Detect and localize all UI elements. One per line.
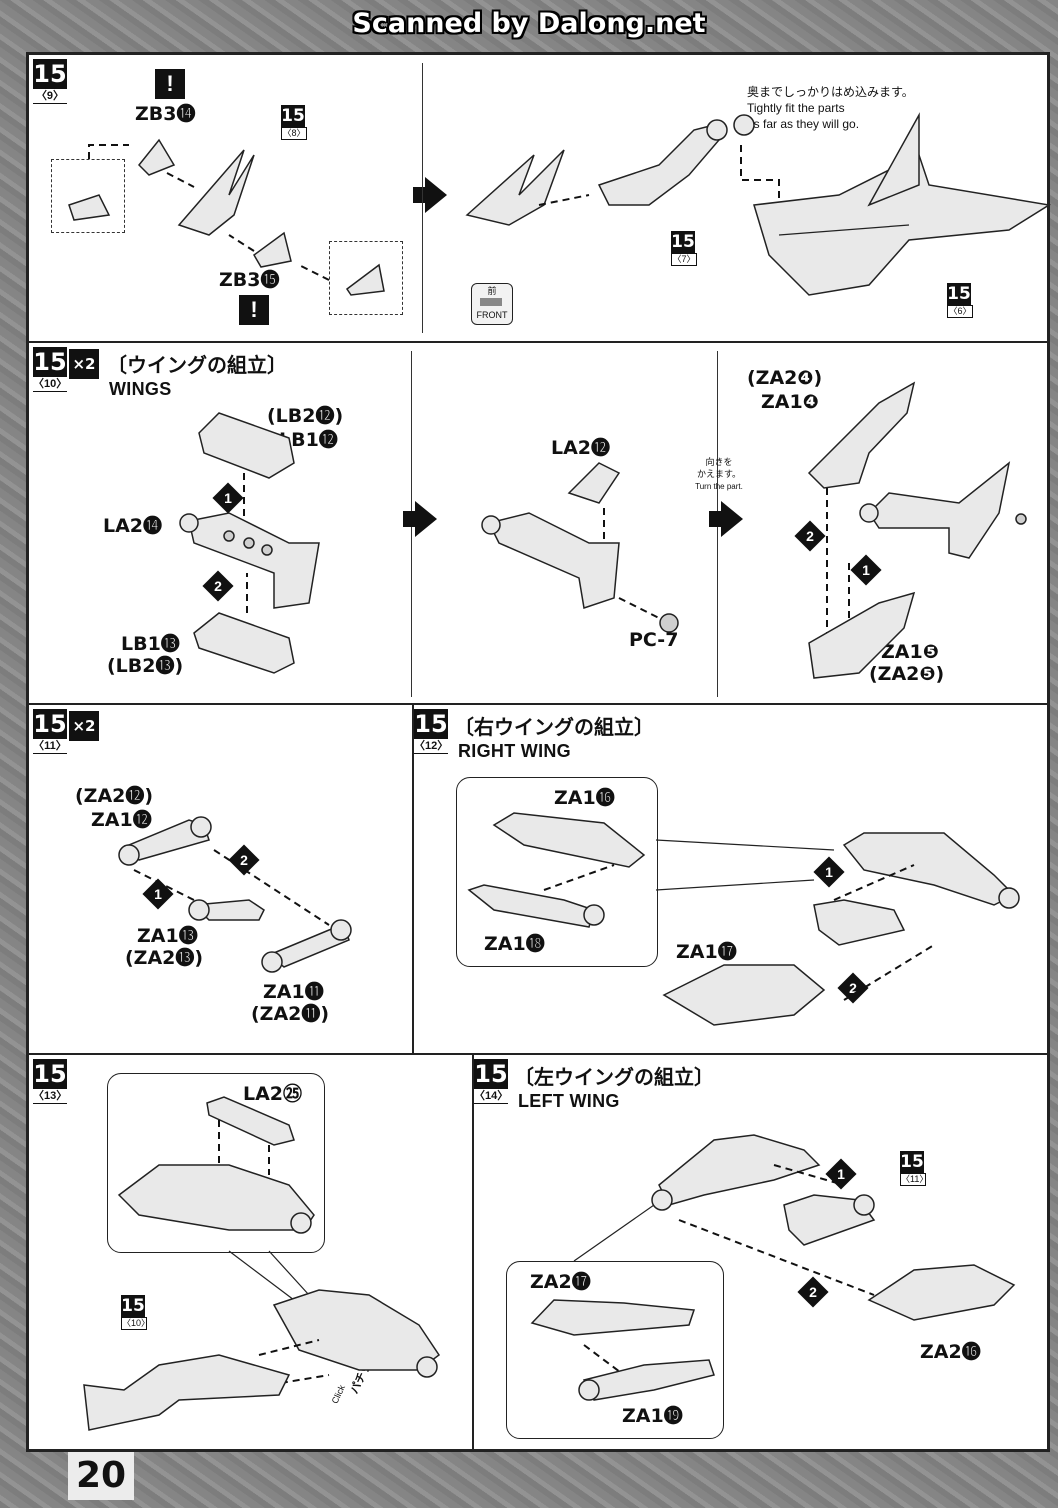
step-badge: 15 〈14〉 xyxy=(474,1059,509,1104)
turn-note: Turn the part. xyxy=(695,482,743,491)
page-number: 20 xyxy=(68,1452,134,1500)
detail-inset xyxy=(506,1261,724,1439)
caution-icon: ! xyxy=(239,295,269,325)
part-label: LA2⓮ xyxy=(103,515,163,537)
turn-note: かえます。 xyxy=(696,469,742,479)
section-title-jp: 〔ウイングの組立〕 xyxy=(107,353,287,377)
wing-body-join-drawing xyxy=(83,1096,441,1431)
part-label: LA2㉕ xyxy=(243,1083,303,1105)
part-label: (ZA2⓫) xyxy=(251,1003,330,1025)
part-label: ZA1❹ xyxy=(761,391,819,413)
step-badge: 15 〈13〉 xyxy=(33,1059,68,1104)
wing-part-add-drawing xyxy=(481,462,679,633)
quantity-badge: ×2 xyxy=(69,349,99,379)
wing-joint-drawing xyxy=(118,816,352,973)
step-badge: 15 〈11〉 xyxy=(33,709,67,754)
part-label: ZA2⓰ xyxy=(920,1341,981,1363)
part-label: LB1⓭ xyxy=(121,633,180,655)
step-reference: 15 〈11〉 xyxy=(900,1151,929,1186)
flow-arrow-icon xyxy=(403,501,437,537)
panel-step-9: 15 〈9〉 ! ZB3⓮ 15 〈8〉 ZB3⓯ ! 奥までしっかりはめ込みま… xyxy=(28,54,1052,342)
instruction-note: 奥までしっかりはめ込みます。 xyxy=(747,85,914,99)
part-label: ZA1⓭ xyxy=(137,925,198,947)
part-label: ZA1⓰ xyxy=(554,787,615,809)
right-wing-drawing xyxy=(467,812,1020,1026)
flow-arrow-icon xyxy=(413,177,447,213)
wing-frame-drawing xyxy=(179,412,320,674)
part-label: ZA1⓬ xyxy=(91,809,152,831)
step-badge: 15 〈12〉 xyxy=(414,709,449,754)
section-title-jp: 〔右ウイングの組立〕 xyxy=(454,715,654,739)
section-title-en: LEFT WING xyxy=(518,1091,620,1111)
step-reference: 15 〈10〉 xyxy=(121,1295,151,1330)
turn-note: 向きを xyxy=(705,457,733,467)
wing-tip-assembly-drawing xyxy=(68,138,385,296)
front-indicator: 前 FRONT xyxy=(471,283,513,325)
part-label: PC-7 xyxy=(629,629,679,651)
part-label: (ZA2⓭) xyxy=(125,947,204,969)
wing-mount-drawing xyxy=(465,112,1052,296)
part-label: ZA1❺ xyxy=(881,641,939,663)
step-reference: 15 〈6〉 xyxy=(947,283,973,318)
panel-step-10: 15 〈10〉 ×2 〔ウイングの組立〕 WINGS (LB2⓬) LB1⓬ L… xyxy=(28,342,1048,704)
step-reference: 15 〈8〉 xyxy=(281,105,307,140)
part-label: ZA2⓱ xyxy=(530,1271,591,1293)
part-label: (ZA2❹) xyxy=(747,367,823,389)
front-arrow-icon xyxy=(480,298,502,306)
caution-icon: ! xyxy=(155,69,185,99)
part-label: (LB2⓭) xyxy=(107,655,184,677)
step-badge: 15 〈10〉 xyxy=(33,347,68,392)
section-title-en: WINGS xyxy=(109,379,172,399)
left-wing-drawing xyxy=(530,1134,1016,1401)
part-label: ZB3⓮ xyxy=(135,103,196,125)
detail-inset xyxy=(456,777,658,967)
detail-inset xyxy=(51,159,125,233)
part-label: (ZA2⓬) xyxy=(75,785,154,807)
section-title-en: RIGHT WING xyxy=(458,741,571,761)
panel-step-14: 15 〈14〉 〔左ウイングの組立〕 LEFT WING 15 〈11〉 1 2… xyxy=(473,1054,1048,1450)
step-reference: 15 〈7〉 xyxy=(671,231,697,266)
quantity-badge: ×2 xyxy=(69,711,99,741)
part-label: (ZA2❺) xyxy=(869,663,945,685)
flow-arrow-icon xyxy=(709,501,743,537)
section-title-jp: 〔左ウイングの組立〕 xyxy=(514,1065,714,1089)
part-label: ZA1⓱ xyxy=(676,941,737,963)
panel-step-12: 15 〈12〉 〔右ウイングの組立〕 RIGHT WING ZA1⓰ ZA1⓲ … xyxy=(413,704,1048,1054)
part-label: ZA1⓫ xyxy=(263,981,324,1003)
panel-step-11: 15 〈11〉 ×2 (ZA2⓬) ZA1⓬ ZA1⓭ (ZA2⓭) ZA1⓫ … xyxy=(28,704,413,1054)
divider xyxy=(422,63,423,333)
part-label: ZA1⓳ xyxy=(622,1405,683,1427)
part-label: LA2⓬ xyxy=(551,437,611,459)
step-badge: 15 〈9〉 xyxy=(33,59,67,104)
scan-watermark: Scanned by Dalong.net xyxy=(352,8,706,39)
manual-page: 15 〈9〉 ! ZB3⓮ 15 〈8〉 ZB3⓯ ! 奥までしっかりはめ込みま… xyxy=(26,52,1052,1452)
part-label: LB1⓬ xyxy=(279,429,338,451)
part-label: (LB2⓬) xyxy=(267,405,344,427)
instruction-note: as far as they will go. xyxy=(747,117,860,131)
wing-cover-drawing xyxy=(807,381,1027,679)
instruction-note: Tightly fit the parts xyxy=(747,101,845,115)
part-label: ZB3⓯ xyxy=(219,269,280,291)
panel-step-13: 15 〈13〉 LA2㉕ 15 〈10〉 パチッ Click xyxy=(28,1054,473,1450)
part-label: ZA1⓲ xyxy=(484,933,545,955)
